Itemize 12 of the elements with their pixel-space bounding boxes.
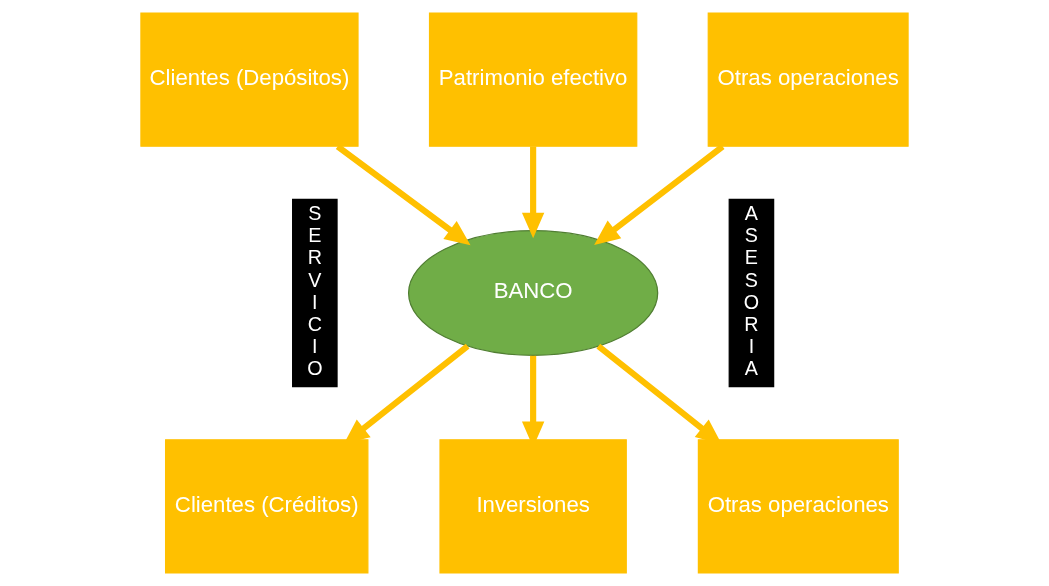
node-box: Otras operaciones [707, 12, 909, 147]
node-box: Inversiones [439, 439, 627, 574]
arrow [594, 144, 725, 245]
node-box: Clientes (Depósitos) [140, 12, 359, 147]
arrow [521, 146, 545, 239]
node-box: Patrimonio efectivo [428, 12, 638, 147]
node-ellipse: BANCO [407, 230, 659, 356]
node-box: Clientes (Créditos) [165, 439, 369, 574]
arrow [335, 143, 471, 246]
node-box: Otras operaciones [697, 439, 899, 574]
node-box: SERVICIO [292, 198, 338, 388]
node-box: ASESORIA [728, 198, 775, 388]
